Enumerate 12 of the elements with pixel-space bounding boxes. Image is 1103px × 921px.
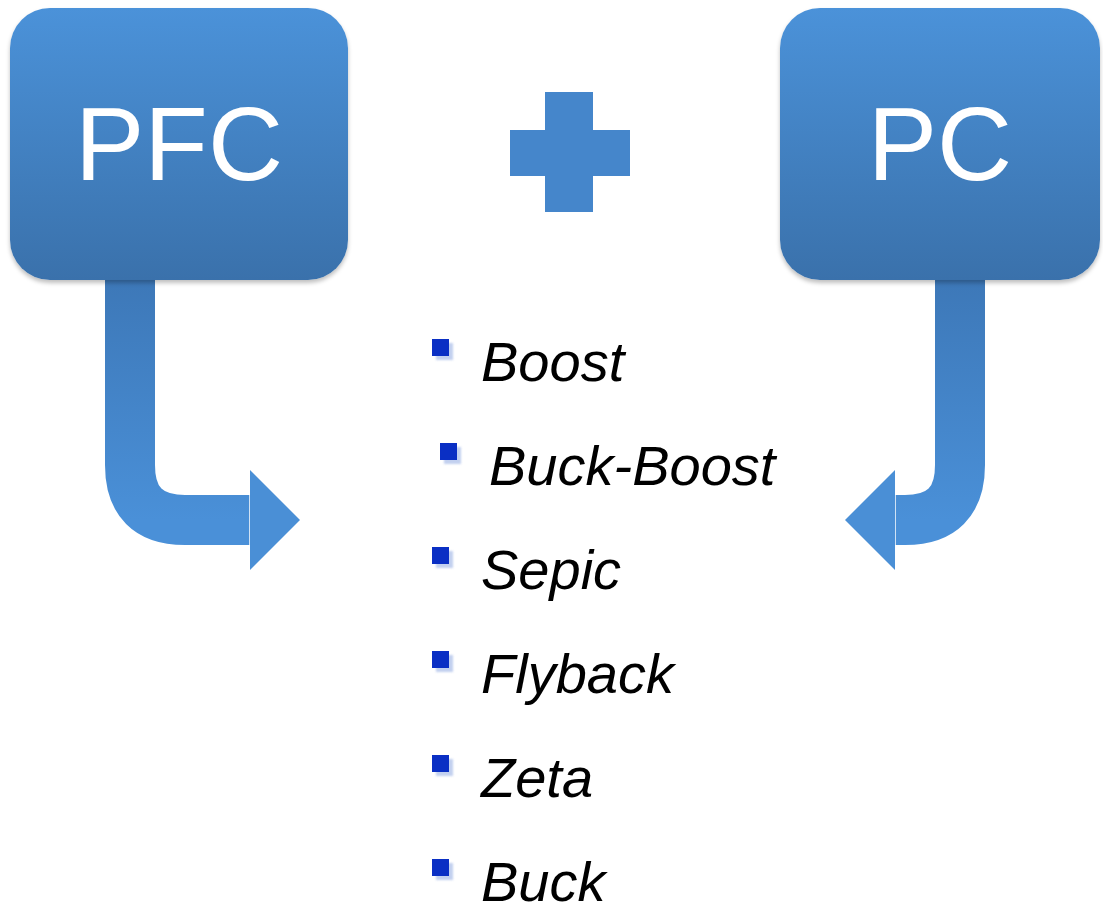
list-item: Flyback [481,641,674,707]
list-item: Buck [481,849,606,915]
rounded-box [780,8,1100,280]
curved-arrow [845,280,985,570]
list-item: Zeta [481,745,594,811]
rounded-box [10,8,348,280]
box-label: PFC [75,92,283,196]
list-item: Buck-Boost [489,433,776,499]
box-label: PC [867,92,1013,196]
list-item: Boost [481,329,625,395]
list-item: Sepic [481,537,622,603]
curved-arrow [105,280,300,570]
